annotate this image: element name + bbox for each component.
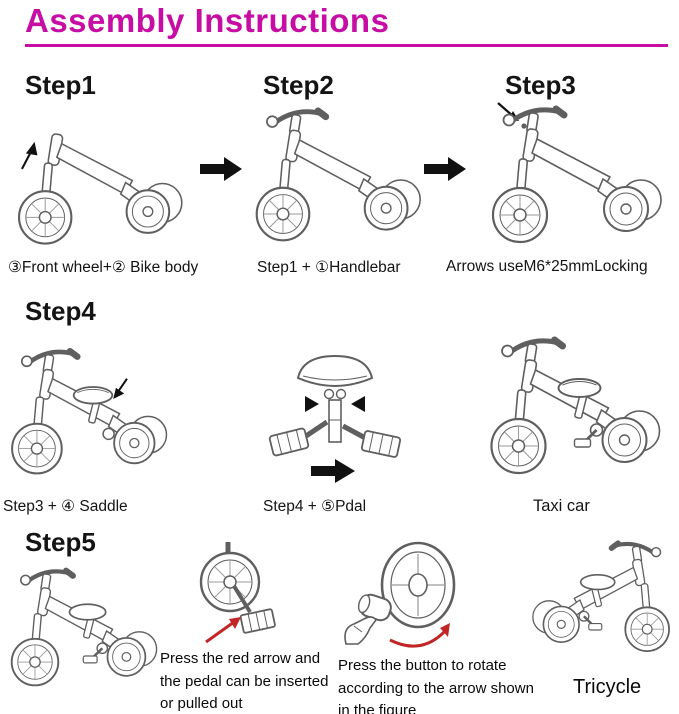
pedal-assembly-illustration	[243, 348, 423, 488]
arrow-left-icon	[351, 396, 365, 412]
red-rotate-arrow-icon	[389, 623, 450, 648]
bell-icon	[19, 574, 32, 586]
bell-icon	[650, 546, 662, 558]
up-arrow-icon	[21, 141, 38, 170]
step2-caption: Step1 + ①Handlebar	[257, 259, 401, 276]
tricycle-caption: Tricycle	[573, 676, 642, 698]
step1-heading: Step1	[25, 70, 96, 100]
wheel-button-illustration	[342, 540, 467, 652]
step4-saddle-bike-illustration	[2, 338, 172, 493]
taxi-car-illustration	[478, 330, 668, 490]
step2-bike-illustration	[246, 98, 426, 260]
left-pedal	[268, 427, 310, 457]
pedal-detail-caption: Press the red arrow and the pedal can be…	[160, 650, 329, 712]
saddle-top	[296, 354, 374, 388]
step4-saddle-caption: Step3 + ④ Saddle	[3, 498, 128, 515]
step3-bike-illustration	[482, 98, 667, 260]
step1-caption: ③Front wheel+② Bike body	[8, 259, 199, 276]
right-pedal	[360, 430, 402, 458]
page-title: Assembly Instructions	[25, 2, 390, 39]
step4-pedal-caption: Step4 + ⑤Pdal	[263, 498, 367, 515]
down-arrow-icon	[113, 378, 128, 399]
step1-bike-illustration	[8, 105, 188, 260]
step5-heading: Step5	[25, 527, 96, 557]
saddle	[72, 386, 114, 405]
tricycle-illustration	[528, 535, 678, 665]
hand-icon	[344, 616, 377, 645]
axle-button	[357, 593, 392, 622]
bell-icon	[501, 344, 514, 358]
step4-heading: Step4	[25, 296, 96, 326]
bell-icon	[266, 115, 279, 128]
red-arrow-icon	[205, 617, 241, 644]
title-underline	[25, 44, 668, 47]
pedal-detail-illustration	[178, 542, 290, 647]
bell-icon	[502, 113, 516, 127]
step2-heading: Step2	[263, 70, 334, 100]
step3-caption: Arrows useM6*25mmLocking	[446, 258, 648, 275]
step3-heading: Step3	[505, 70, 576, 100]
taxi-car-caption: Taxi car	[533, 497, 590, 515]
bell-icon	[20, 355, 33, 368]
arrow-right-icon	[305, 396, 319, 412]
bold-arrow-icon	[311, 459, 355, 483]
step5-bike-illustration	[2, 562, 162, 700]
flow-arrow-icon	[200, 155, 242, 183]
flow-arrow-icon	[424, 155, 466, 183]
wheel-button-caption: Press the button to rotate according to …	[338, 657, 534, 714]
